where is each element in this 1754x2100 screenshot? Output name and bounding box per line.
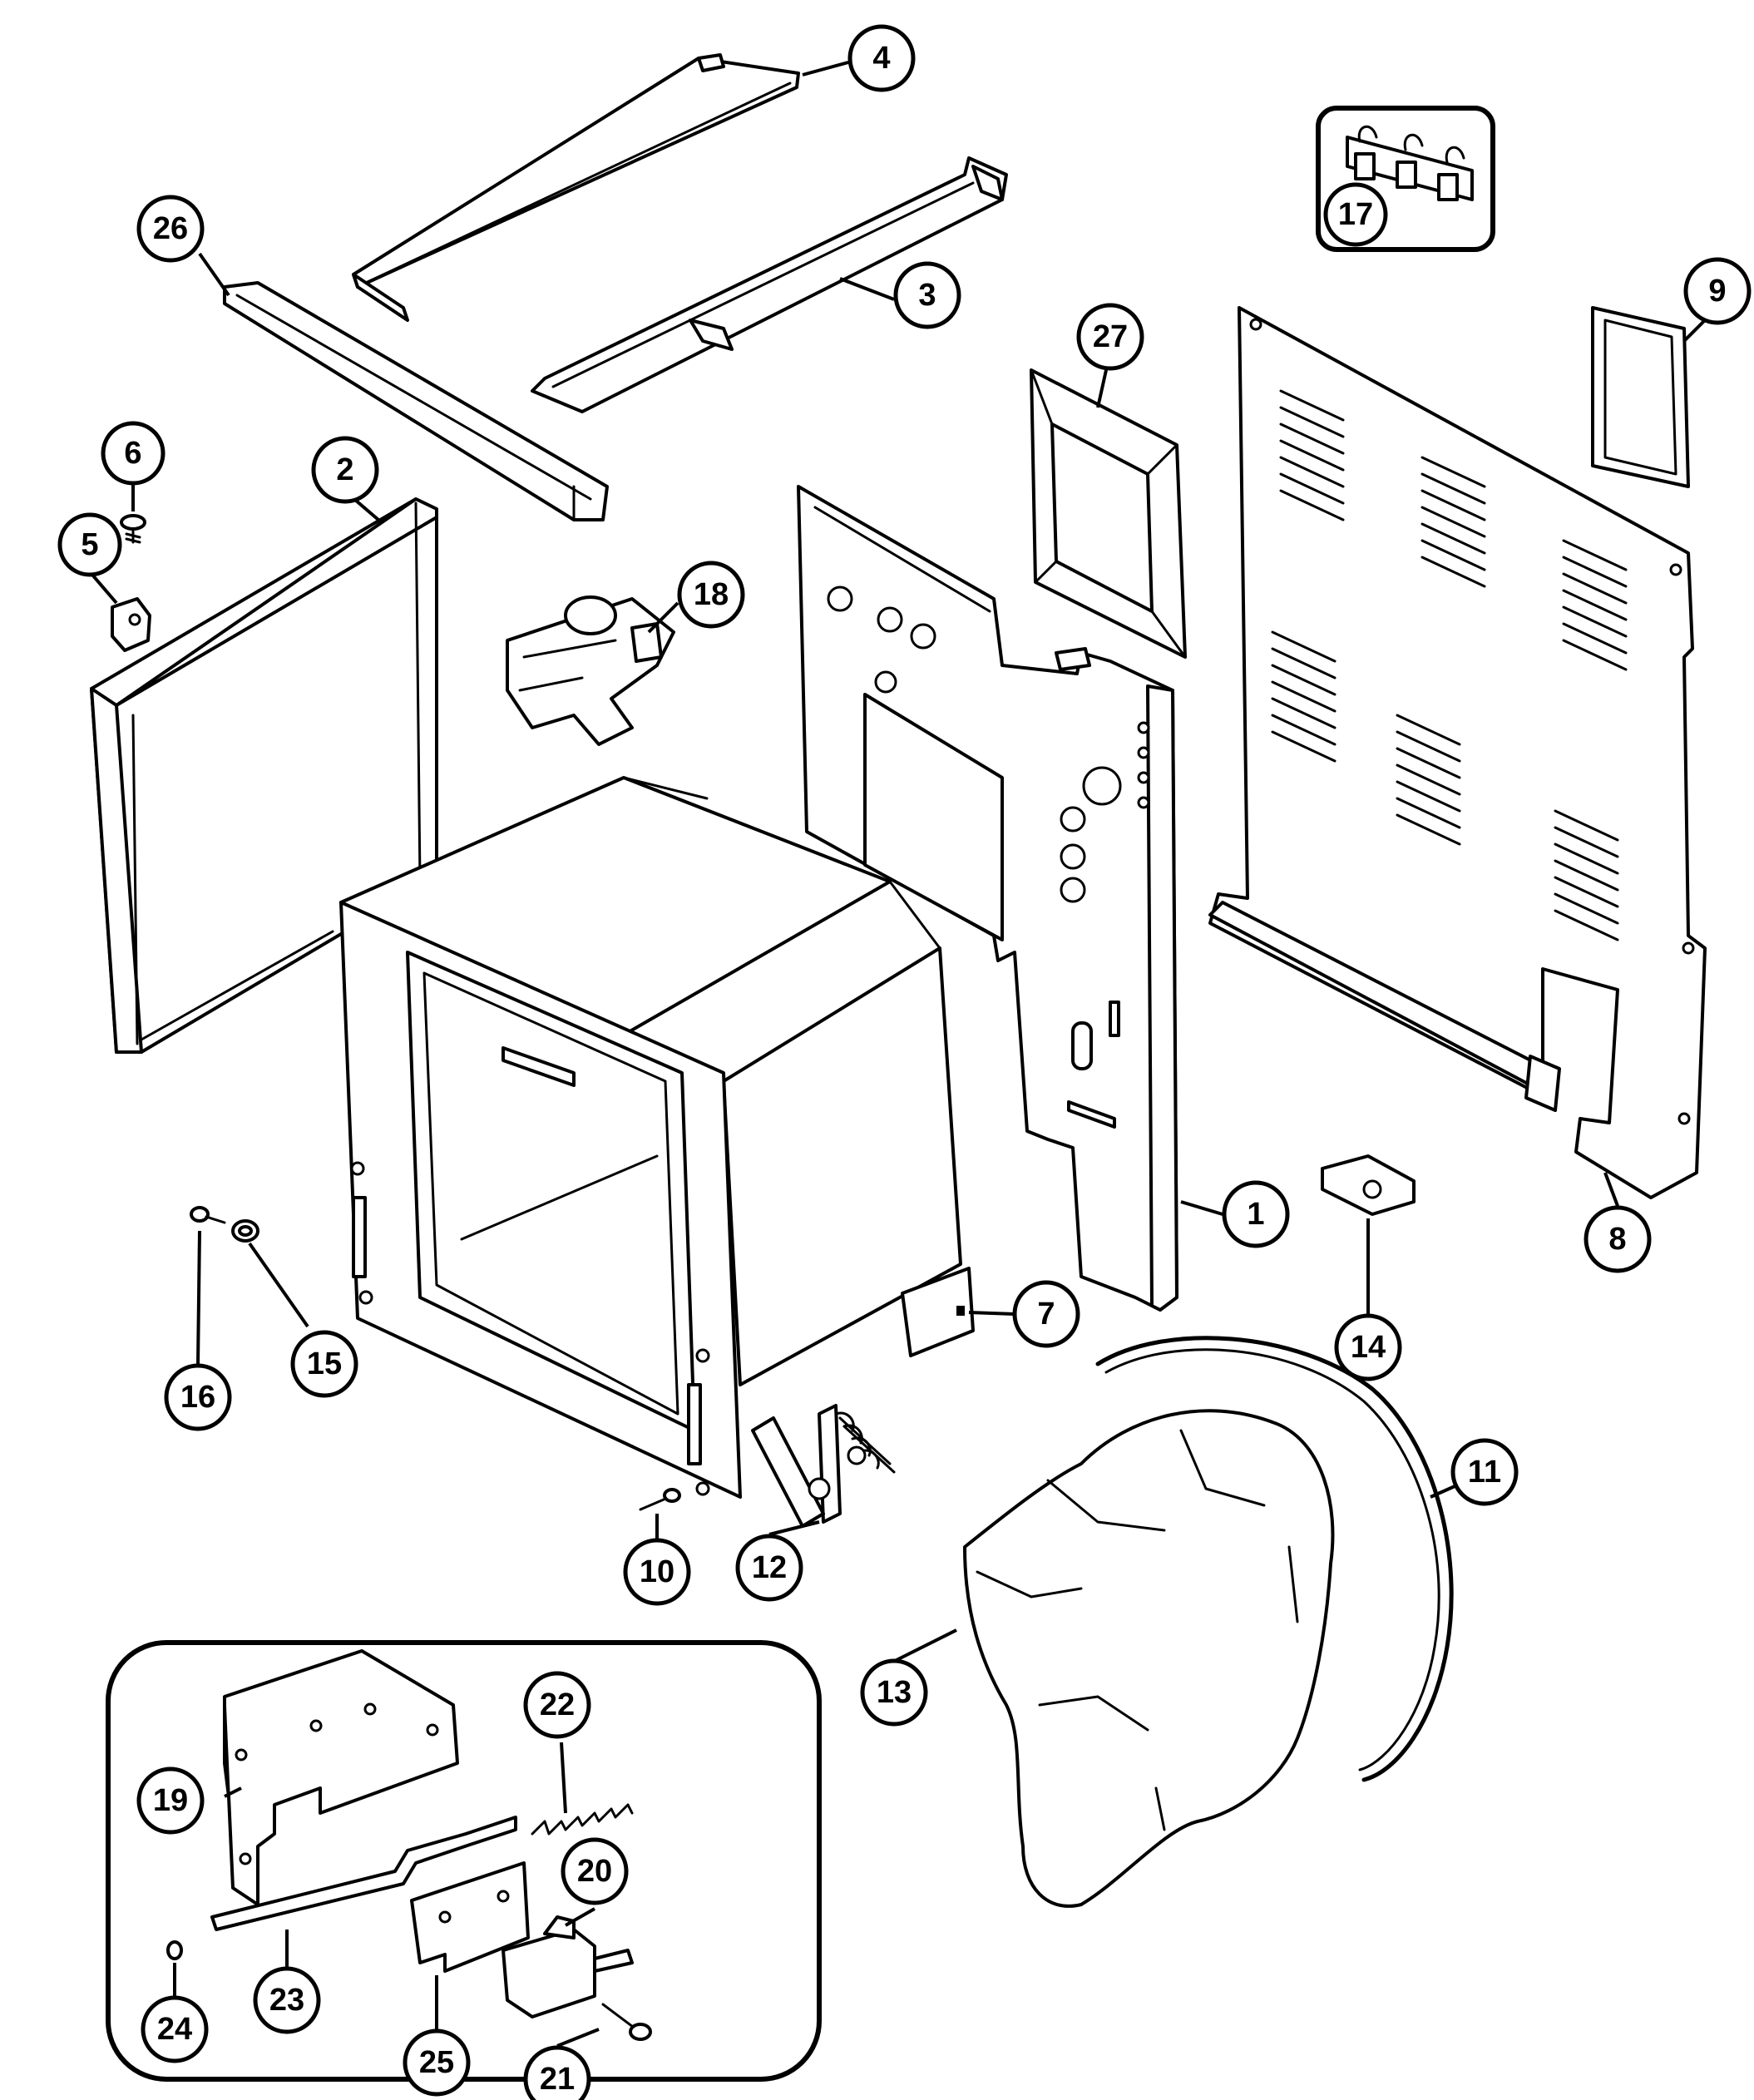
svg-text:12: 12 xyxy=(752,1550,787,1585)
part-9-vent-block xyxy=(1591,306,1690,488)
callout-24: 24 xyxy=(141,1995,209,2063)
part-13-insulation xyxy=(963,1409,1335,1908)
svg-text:18: 18 xyxy=(694,577,729,612)
callout-27: 27 xyxy=(1076,303,1144,371)
svg-text:17: 17 xyxy=(1338,197,1373,232)
callout-10: 10 xyxy=(623,1538,691,1606)
callout-21: 21 xyxy=(523,2045,591,2100)
svg-text:26: 26 xyxy=(153,211,188,246)
callout-8: 8 xyxy=(1584,1205,1652,1273)
callout-18: 18 xyxy=(677,561,745,629)
svg-text:2: 2 xyxy=(336,452,353,487)
callout-4: 4 xyxy=(847,24,916,92)
part-6-screw xyxy=(120,514,146,544)
svg-text:4: 4 xyxy=(872,41,890,76)
callout-6: 6 xyxy=(101,421,166,486)
callout-19: 19 xyxy=(136,1766,205,1835)
svg-text:24: 24 xyxy=(157,2012,192,2047)
svg-text:19: 19 xyxy=(153,1783,188,1818)
svg-text:10: 10 xyxy=(640,1554,674,1589)
callout-12: 12 xyxy=(735,1534,803,1602)
svg-text:14: 14 xyxy=(1351,1330,1386,1365)
callout-2: 2 xyxy=(311,436,379,504)
svg-text:23: 23 xyxy=(269,1983,304,2018)
part-16-screw xyxy=(190,1206,226,1224)
part-27-window-panel xyxy=(1030,368,1187,659)
callout-13: 13 xyxy=(860,1658,928,1727)
part-1-front-panel xyxy=(797,485,1178,1312)
callout-22: 22 xyxy=(523,1671,591,1739)
svg-text:20: 20 xyxy=(577,1854,612,1889)
svg-text:25: 25 xyxy=(419,2045,454,2080)
callout-14: 14 xyxy=(1334,1313,1402,1381)
part-4-top-rail xyxy=(352,53,800,322)
callout-26: 26 xyxy=(136,195,205,263)
callout-1: 1 xyxy=(1222,1180,1290,1248)
callout-20: 20 xyxy=(561,1837,629,1905)
svg-text:6: 6 xyxy=(124,436,141,471)
callout-11: 11 xyxy=(1450,1438,1519,1506)
svg-text:3: 3 xyxy=(918,278,936,313)
svg-text:15: 15 xyxy=(307,1346,342,1381)
callout-25: 25 xyxy=(403,2028,471,2097)
svg-text:7: 7 xyxy=(1037,1297,1055,1332)
callout-5: 5 xyxy=(57,512,122,577)
part-15-plug xyxy=(231,1219,259,1243)
latch-assembly-inset xyxy=(106,1640,822,2082)
part-18-bracket xyxy=(506,595,675,746)
part-7-bracket xyxy=(901,1267,975,1357)
svg-text:13: 13 xyxy=(877,1675,912,1710)
callout-23: 23 xyxy=(253,1966,321,2034)
part-10-screw xyxy=(639,1488,681,1511)
callout-3: 3 xyxy=(893,261,961,329)
part-12-hinge xyxy=(751,1404,896,1528)
part-26-front-rail xyxy=(223,281,609,521)
part-5-clip xyxy=(111,597,151,652)
part-3-rail xyxy=(531,156,1008,413)
svg-text:22: 22 xyxy=(540,1687,575,1722)
callout-15: 15 xyxy=(290,1330,358,1398)
svg-text:1: 1 xyxy=(1247,1197,1264,1232)
svg-text:11: 11 xyxy=(1468,1455,1501,1490)
part-14-clip xyxy=(1321,1154,1416,1216)
svg-text:8: 8 xyxy=(1608,1222,1626,1257)
part-8-rear-panel xyxy=(1208,306,1707,1199)
oven-cavity xyxy=(339,776,962,1499)
svg-text:9: 9 xyxy=(1708,274,1726,309)
callout-9: 9 xyxy=(1683,257,1752,325)
callout-16: 16 xyxy=(164,1363,232,1431)
callout-7: 7 xyxy=(1012,1280,1080,1348)
svg-text:5: 5 xyxy=(81,527,98,562)
svg-text:16: 16 xyxy=(180,1380,215,1415)
svg-text:27: 27 xyxy=(1093,319,1128,354)
svg-text:21: 21 xyxy=(540,2062,575,2097)
callout-17: 17 xyxy=(1323,182,1388,247)
part-11-gasket xyxy=(1095,1336,1454,1782)
